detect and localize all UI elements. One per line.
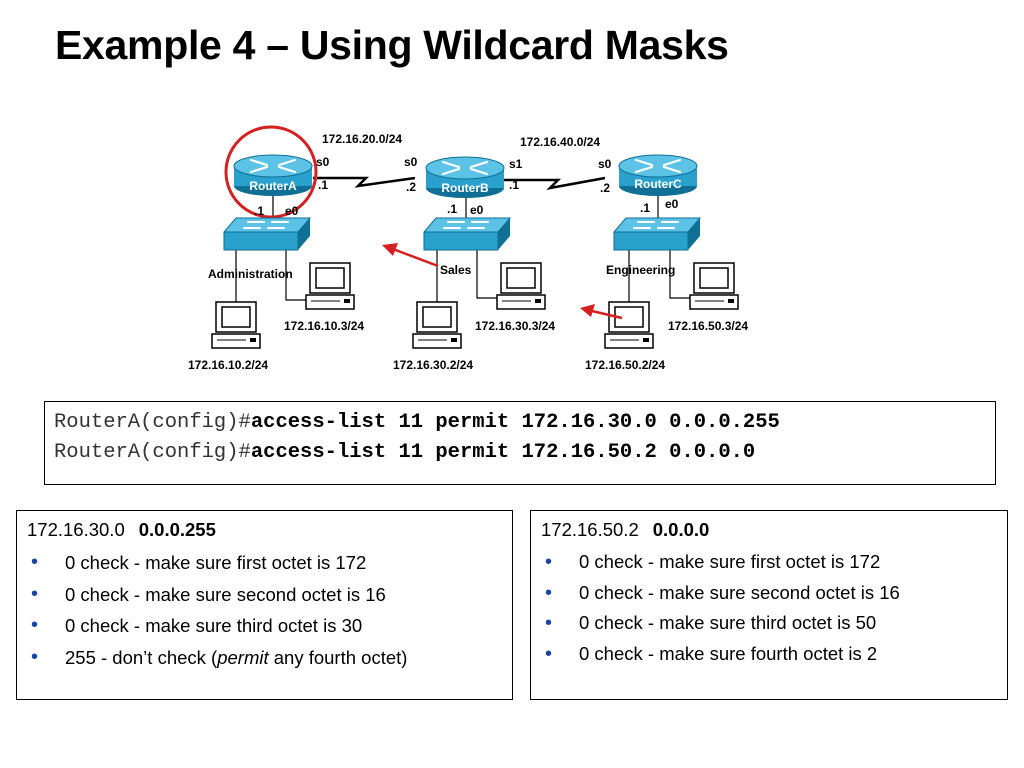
config-command-box: RouterA(config)#access-list 11 permit 17… xyxy=(44,401,996,485)
panel-heading: 172.16.30.0 0.0.0.255 xyxy=(27,519,502,541)
router-a-eth-ip: .1 xyxy=(254,204,264,218)
pc-admin-bottom xyxy=(211,301,261,349)
network-label-bc: 172.16.40.0/24 xyxy=(520,135,600,149)
pc-eng-top xyxy=(689,262,739,310)
command-line: RouterA(config)#access-list 11 permit 17… xyxy=(54,438,986,468)
slide-title: Example 4 – Using Wildcard Masks xyxy=(55,22,729,68)
network-diagram: RouterA RouterB RouterC 172.16.20.0/24 1… xyxy=(188,125,748,372)
pc-eng-bottom xyxy=(604,301,654,349)
item-emphasis: permit xyxy=(217,646,269,668)
panel-address: 172.16.50.2 xyxy=(541,519,639,540)
router-b-s0-if: s0 xyxy=(404,155,418,169)
item-text: any fourth octet) xyxy=(268,646,408,668)
host-label-eng-top: 172.16.50.3/24 xyxy=(668,319,748,333)
list-item: 0 check - make sure fourth octet is 2 xyxy=(541,639,997,670)
pc-sales-bottom xyxy=(412,301,462,349)
item-text: 255 - don’t check ( xyxy=(65,646,218,668)
bullet-list: 0 check - make sure first octet is 172 0… xyxy=(541,547,997,669)
command-prompt: RouterA(config)# xyxy=(54,441,251,464)
router-c-serial-ip: .2 xyxy=(600,181,610,195)
router-b-label: RouterB xyxy=(441,181,489,195)
pc-admin-top xyxy=(305,262,355,310)
router-c-label: RouterC xyxy=(634,177,682,191)
host-label-eng-bottom: 172.16.50.2/24 xyxy=(585,358,665,372)
lan-label-administration: Administration xyxy=(208,267,293,281)
router-a-serial-ip: .1 xyxy=(318,178,328,192)
arrow-to-eng-host xyxy=(580,304,595,317)
host-label-admin-top: 172.16.10.3/24 xyxy=(284,319,364,333)
router-a-eth-if: e0 xyxy=(285,204,299,218)
switch-sales xyxy=(423,217,511,251)
router-b-eth-if: e0 xyxy=(470,203,484,217)
bullet-list: 0 check - make sure first octet is 172 0… xyxy=(27,547,502,673)
panel-heading: 172.16.50.2 0.0.0.0 xyxy=(541,519,997,541)
router-a-highlight-circle xyxy=(224,125,318,219)
wildcard-explanation-panel-right: 172.16.50.2 0.0.0.0 0 check - make sure f… xyxy=(530,510,1008,700)
switch-administration xyxy=(223,217,311,251)
list-item: 0 check - make sure first octet is 172 xyxy=(541,547,997,578)
command-text: access-list 11 permit 172.16.30.0 0.0.0.… xyxy=(250,411,780,434)
switch-engineering xyxy=(613,217,701,251)
command-prompt: RouterA(config)# xyxy=(54,411,251,434)
arrow-to-sales-lan xyxy=(382,243,398,256)
panel-mask: 0.0.0.0 xyxy=(652,519,710,540)
command-text: access-list 11 permit 172.16.50.2 0.0.0.… xyxy=(250,441,756,464)
host-label-sales-bottom: 172.16.30.2/24 xyxy=(393,358,473,372)
host-label-admin-bottom: 172.16.10.2/24 xyxy=(188,358,268,372)
serial-link-bc xyxy=(504,176,606,190)
router-a-serial-if: s0 xyxy=(316,155,330,169)
serial-link-ab xyxy=(313,176,416,188)
router-c-eth-if: e0 xyxy=(665,197,679,211)
panel-address: 172.16.30.0 xyxy=(27,519,125,540)
list-item: 0 check - make sure third octet is 30 xyxy=(27,610,502,642)
list-item: 255 - don’t check (permit any fourth oct… xyxy=(27,642,502,674)
panel-mask: 0.0.0.255 xyxy=(138,519,216,540)
router-c-serial-if: s0 xyxy=(598,157,612,171)
list-item: 0 check - make sure second octet is 16 xyxy=(27,579,502,611)
host-label-sales-top: 172.16.30.3/24 xyxy=(475,319,555,333)
list-item: 0 check - make sure first octet is 172 xyxy=(27,547,502,579)
network-label-ab: 172.16.20.0/24 xyxy=(322,132,402,146)
wildcard-explanation-panel-left: 172.16.30.0 0.0.0.255 0 check - make sure… xyxy=(16,510,513,700)
lan-label-engineering: Engineering xyxy=(606,263,675,277)
list-item: 0 check - make sure second octet is 16 xyxy=(541,578,997,609)
router-b-s1-ip: .1 xyxy=(509,178,519,192)
list-item: 0 check - make sure third octet is 50 xyxy=(541,608,997,639)
router-b-eth-ip: .1 xyxy=(447,202,457,216)
router-a-label: RouterA xyxy=(249,179,297,193)
command-line: RouterA(config)#access-list 11 permit 17… xyxy=(54,408,986,438)
lan-label-sales: Sales xyxy=(440,263,472,277)
pc-sales-top xyxy=(496,262,546,310)
router-c-eth-ip: .1 xyxy=(640,201,650,215)
router-b-s1-if: s1 xyxy=(509,157,523,171)
router-b-s0-ip: .2 xyxy=(406,180,416,194)
